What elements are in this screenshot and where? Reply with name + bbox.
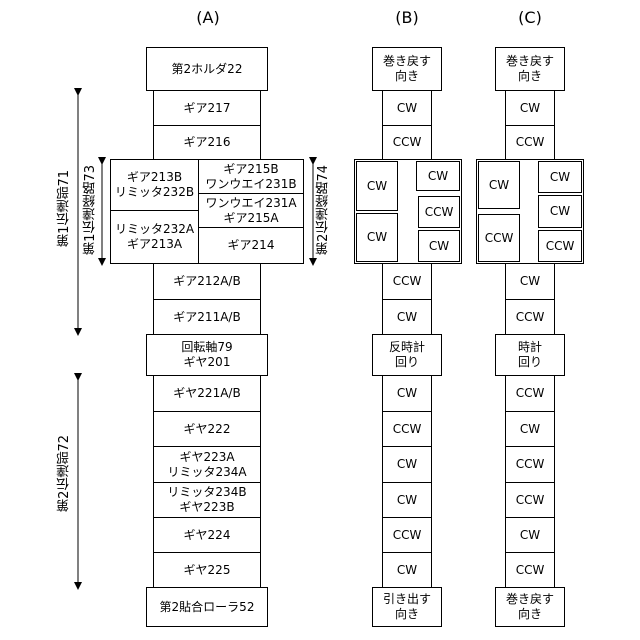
- label-second-transmission-72: 第2伝達部72: [58, 435, 72, 512]
- label-second-route-74: 第2伝達経路74: [317, 165, 331, 255]
- label-first-route-73: 第1伝達経路73: [84, 165, 98, 255]
- label-first-transmission-71: 第1伝達部71: [58, 170, 72, 247]
